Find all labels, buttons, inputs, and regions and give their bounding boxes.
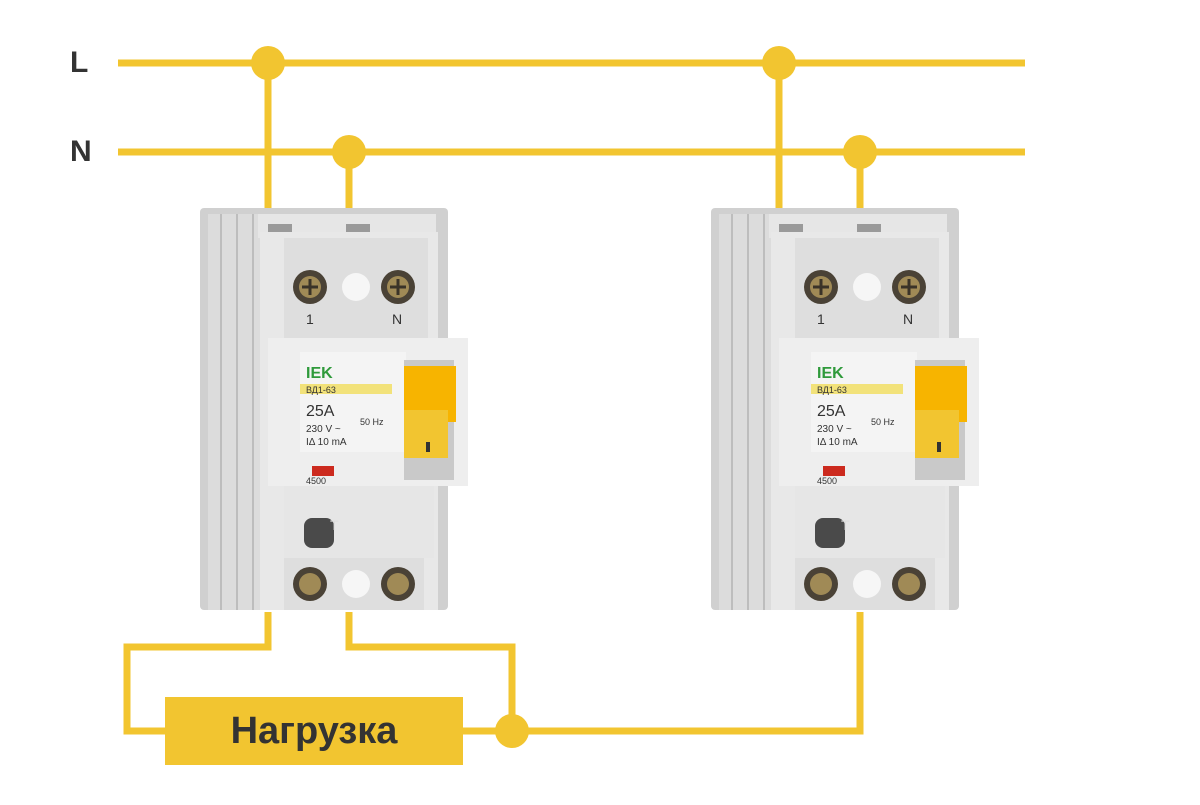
load-block: Нагрузка xyxy=(165,697,463,765)
junction-dot xyxy=(762,46,796,80)
junction-dot xyxy=(332,135,366,169)
phase-line-label: L xyxy=(70,46,89,79)
freq-text: 50 Hz xyxy=(360,417,384,427)
terminal-label: 1 xyxy=(817,311,825,327)
junction-dot xyxy=(843,135,877,169)
terminal-label: N xyxy=(903,311,913,327)
voltage-text: 230 V ~ xyxy=(306,424,341,435)
capacity-text: 4500 xyxy=(817,476,837,486)
rcd1-neutral-out-wire xyxy=(345,612,516,731)
load-label: Нагрузка xyxy=(230,709,398,752)
capacity-text: 4500 xyxy=(306,476,326,486)
model-text: ВД1-63 xyxy=(306,385,336,395)
rcd1-phase-out-wire xyxy=(123,612,272,735)
terminal-label: 1 xyxy=(306,311,314,327)
voltage-text: 230 V ~ xyxy=(817,424,852,435)
junction-dot xyxy=(495,714,529,748)
brand-text: IEK xyxy=(306,365,333,382)
neutral-line-label: N xyxy=(70,135,92,168)
freq-text: 50 Hz xyxy=(871,417,895,427)
rcd2-labels: IEK ВД1-63 25A 230 V ~ IΔ 10 mA 50 Hz 45… xyxy=(817,311,913,533)
current-text: IΔ 10 mA xyxy=(306,437,347,448)
model-text: ВД1-63 xyxy=(817,385,847,395)
rating-text: 25A xyxy=(817,403,846,420)
brand-text: IEK xyxy=(817,365,844,382)
load-return-wire xyxy=(463,612,864,735)
current-text: IΔ 10 mA xyxy=(817,437,858,448)
rcd1-labels: IEK ВД1-63 25A 230 V ~ IΔ 10 mA 50 Hz 45… xyxy=(306,311,402,533)
test-button-label: T xyxy=(841,517,850,533)
junction-dot xyxy=(251,46,285,80)
rating-text: 25A xyxy=(306,403,335,420)
test-button-label: T xyxy=(330,517,339,533)
terminal-label: N xyxy=(392,311,402,327)
